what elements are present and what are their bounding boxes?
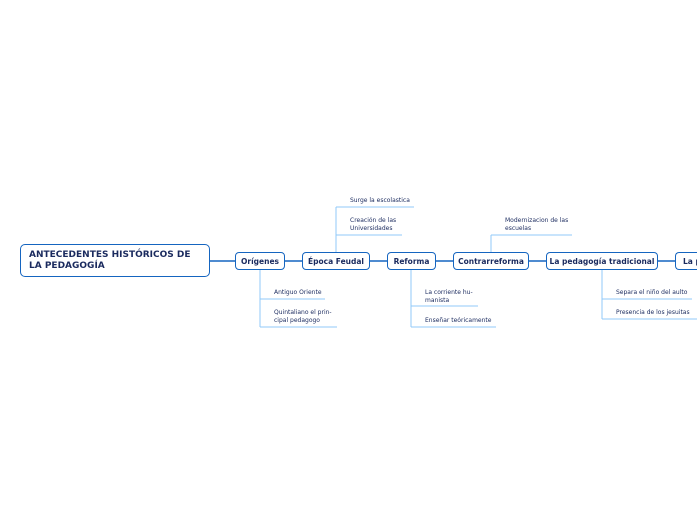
leaf-line-2: cipal pedagogo — [274, 317, 320, 324]
root-topic-label: ANTECEDENTES HISTÓRICOS DE LA PEDAGOGÍA — [29, 249, 191, 271]
topic-label: La pedagogía tradicional — [549, 256, 655, 266]
leaf-line-2: Universidades — [350, 225, 393, 232]
leaf-humanista[interactable]: La corriente hu- manista — [425, 289, 473, 305]
topic-reforma[interactable]: Reforma — [387, 252, 436, 270]
topic-epoca-feudal[interactable]: Época Feudal — [302, 252, 370, 270]
leaf-line-1: La corriente hu- — [425, 289, 473, 296]
leaf-line-2: escuelas — [505, 225, 532, 232]
leaf-line-1: Quintaliano el prin- — [274, 309, 332, 316]
topic-label: La p — [683, 256, 697, 266]
leaf-separa[interactable]: Separa el niño del aulto — [616, 289, 688, 296]
topic-label: Época Feudal — [307, 256, 364, 266]
leaf-universidades[interactable]: Creación de las Universidades — [350, 217, 396, 233]
topic-label: Reforma — [393, 256, 430, 266]
topic-origenes[interactable]: Orígenes — [235, 252, 285, 270]
root-topic[interactable]: ANTECEDENTES HISTÓRICOS DE LA PEDAGOGÍA — [20, 244, 210, 277]
topic-contrarreforma[interactable]: Contrarreforma — [453, 252, 529, 270]
leaf-antiguo-oriente[interactable]: Antiguo Oriente — [274, 289, 322, 296]
topic-label: Contrarreforma — [458, 256, 524, 266]
topic-cut-off[interactable]: La p — [675, 252, 697, 270]
leaf-quintaliano[interactable]: Quintaliano el prin- cipal pedagogo — [274, 309, 332, 325]
topic-pedagogia-tradicional[interactable]: La pedagogía tradicional — [546, 252, 658, 270]
leaf-jesuitas[interactable]: Presencia de los jesuitas — [616, 309, 690, 316]
leaf-line-2: manista — [425, 297, 450, 304]
leaf-modernizacion[interactable]: Modernizacion de las escuelas — [505, 217, 568, 233]
leaf-escolastica[interactable]: Surge la escolastica — [350, 197, 410, 204]
topic-label: Orígenes — [241, 256, 279, 266]
leaf-line-1: Creación de las — [350, 217, 397, 224]
leaf-line-1: Modernizacion de las — [505, 217, 569, 224]
leaf-ensenar[interactable]: Enseñar teóricamente — [425, 317, 492, 324]
